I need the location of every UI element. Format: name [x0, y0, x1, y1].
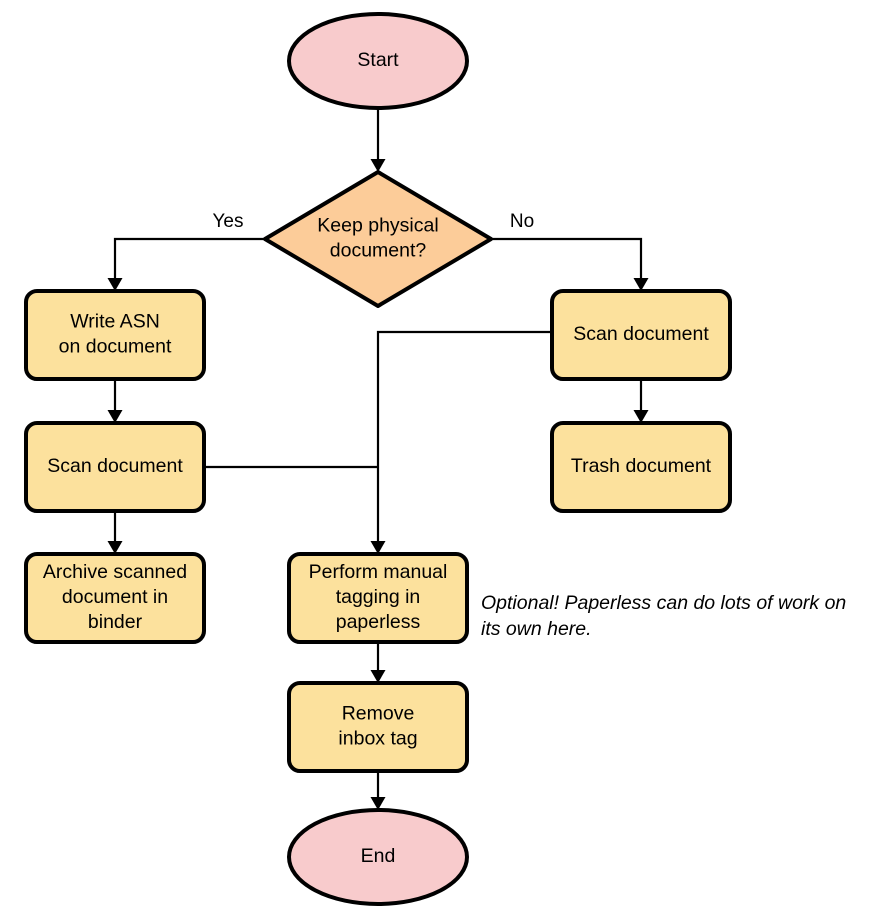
node-label: Scan document [573, 323, 709, 345]
node-label: Perform manual [309, 561, 448, 583]
edge-arrowhead [107, 410, 123, 423]
edge-line [491, 237, 643, 285]
edges-layer: Yes No [107, 108, 649, 810]
edge-scan-document-right-to-tagging [370, 330, 552, 554]
edge-label-decision-no-to-scan-document-right: No [510, 211, 534, 232]
node-archive-scanned-document-in-binder[interactable]: Archive scanned document in binder [24, 552, 206, 644]
node-label: Start [357, 49, 399, 71]
process-shape[interactable] [24, 421, 206, 513]
process-shape[interactable] [287, 552, 469, 644]
node-label: tagging in [336, 586, 421, 608]
node-label: Trash document [571, 455, 712, 477]
edge-arrowhead [107, 278, 123, 291]
annotation-optional-note: Optional! Paperless can do lots of work … [481, 592, 846, 640]
edge-line [376, 330, 552, 548]
node-label: Write ASN [70, 311, 160, 333]
node-label: End [361, 845, 396, 867]
edge-label-decision-yes-to-write-asn: Yes [213, 211, 244, 232]
edge-arrowhead [370, 159, 386, 172]
node-label: inbox tag [338, 728, 417, 750]
node-label: Archive scanned [43, 561, 187, 583]
node-end[interactable]: End [287, 808, 469, 906]
edge-decision-no-to-scan-document-right: No [491, 211, 649, 291]
node-label: on document [59, 336, 172, 358]
process-shape[interactable] [24, 552, 206, 644]
process-shape[interactable] [287, 681, 469, 773]
edge-start-to-decision [370, 108, 386, 172]
process-shape[interactable] [24, 289, 206, 381]
terminator-shape[interactable] [287, 12, 469, 110]
node-label: Keep physical [317, 215, 438, 237]
node-label: paperless [336, 611, 421, 633]
node-label: document? [330, 240, 427, 262]
terminator-shape[interactable] [287, 808, 469, 906]
process-shape[interactable] [550, 289, 732, 381]
edge-arrowhead [370, 670, 386, 683]
node-write-asn-on-document[interactable]: Write ASN on document [24, 289, 206, 381]
edge-scan-document-right-to-trash [633, 379, 649, 423]
edge-arrowhead [370, 541, 386, 554]
edge-decision-yes-to-write-asn: Yes [107, 211, 265, 291]
node-perform-manual-tagging-in-paperless[interactable]: Perform manual tagging in paperless [287, 552, 469, 644]
node-scan-document-right[interactable]: Scan document [550, 289, 732, 381]
annotations-layer: Optional! Paperless can do lots of work … [481, 592, 846, 640]
node-start[interactable]: Start [287, 12, 469, 110]
edge-arrowhead [107, 541, 123, 554]
edge-write-asn-to-scan-document-left [107, 379, 123, 423]
node-label: Remove [342, 703, 415, 725]
annotation-line: Optional! Paperless can do lots of work … [481, 592, 846, 614]
decision-shape[interactable] [263, 170, 493, 308]
process-shape[interactable] [550, 421, 732, 513]
node-scan-document-left[interactable]: Scan document [24, 421, 206, 513]
node-keep-physical-document[interactable]: Keep physical document? [263, 170, 493, 308]
edge-scan-document-left-to-archive [107, 511, 123, 554]
edge-remove-inbox-tag-to-end [370, 771, 386, 810]
node-remove-inbox-tag[interactable]: Remove inbox tag [287, 681, 469, 773]
node-label: document in [62, 586, 168, 608]
node-label: binder [88, 611, 143, 633]
node-label: Scan document [47, 455, 183, 477]
edge-line [113, 237, 265, 285]
edge-arrowhead [633, 410, 649, 423]
edge-tagging-to-remove-inbox-tag [370, 642, 386, 683]
edge-arrowhead [370, 797, 386, 810]
annotation-line: its own here. [481, 618, 592, 640]
edge-arrowhead [633, 278, 649, 291]
node-trash-document[interactable]: Trash document [550, 421, 732, 513]
